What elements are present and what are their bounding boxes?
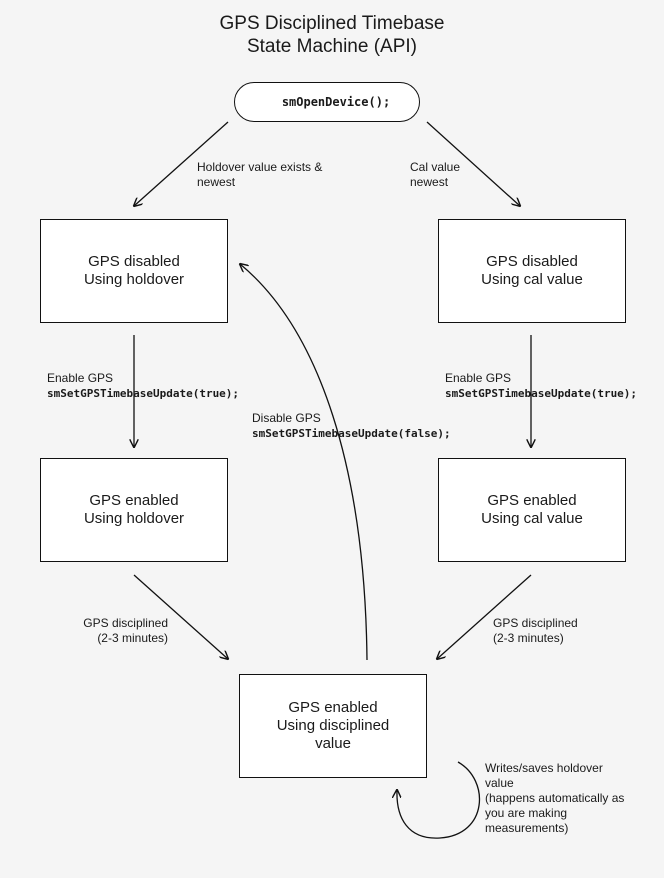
label-line: (happens automatically as xyxy=(485,791,625,805)
label-line: (2-3 minutes) xyxy=(97,631,168,645)
label-line: Enable GPS xyxy=(47,371,114,385)
state-gps-enabled-disciplined: GPS enabled Using disciplined value xyxy=(239,674,427,778)
label-line: Writes/saves holdover xyxy=(485,761,603,775)
start-node-open-device: smOpenDevice(); xyxy=(234,82,420,122)
label-line: newest xyxy=(197,175,236,189)
label-disable-gps: Disable GPS smSetGPSTimebaseUpdate(false… xyxy=(252,411,451,441)
label-line: newest xyxy=(410,175,449,189)
start-node-label: smOpenDevice(); xyxy=(281,95,391,109)
title-line-1: GPS Disciplined Timebase xyxy=(219,13,445,34)
arrow-disciplined-left xyxy=(133,574,228,659)
arrow-self-loop xyxy=(397,761,481,839)
arrow-open-to-holdover xyxy=(134,121,229,206)
label-enable-gps-right: Enable GPS smSetGPSTimebaseUpdate(true); xyxy=(445,371,637,401)
state-line: GPS disabled xyxy=(88,253,180,270)
title-line-2: State Machine (API) xyxy=(246,36,418,57)
state-gps-enabled-cal: GPS enabled Using cal value xyxy=(438,458,626,562)
label-enable-gps-left: Enable GPS smSetGPSTimebaseUpdate(true); xyxy=(47,371,239,401)
label-line: (2-3 minutes) xyxy=(493,631,564,645)
label-code: smSetGPSTimebaseUpdate(true); xyxy=(445,387,638,400)
state-line: Using holdover xyxy=(83,271,185,288)
label-self-loop: Writes/saves holdover value (happens aut… xyxy=(485,761,624,836)
label-line: Disable GPS xyxy=(252,411,321,425)
state-line: value xyxy=(315,735,351,752)
arrow-disciplined-right xyxy=(437,574,532,659)
state-line: Using cal value xyxy=(481,271,583,288)
state-line: Using cal value xyxy=(481,510,583,527)
state-gps-disabled-holdover: GPS disabled Using holdover xyxy=(40,219,228,323)
state-line: GPS disabled xyxy=(486,253,578,270)
label-line: value xyxy=(485,776,514,790)
label-disciplined-right: GPS disciplined (2-3 minutes) xyxy=(493,616,578,646)
label-line: GPS disciplined xyxy=(83,616,168,630)
label-cal-newest: Cal value newest xyxy=(410,160,460,190)
label-line: measurements) xyxy=(485,821,569,835)
label-code: smSetGPSTimebaseUpdate(true); xyxy=(47,387,240,400)
state-line: GPS enabled xyxy=(487,492,577,509)
label-line: you are making xyxy=(485,806,568,820)
state-gps-disabled-cal: GPS disabled Using cal value xyxy=(438,219,626,323)
label-line: GPS disciplined xyxy=(493,616,578,630)
state-line: Using holdover xyxy=(83,510,185,527)
label-line: Holdover value exists & xyxy=(197,160,323,174)
label-line: Enable GPS xyxy=(445,371,512,385)
state-line: GPS enabled xyxy=(89,492,179,509)
state-line: GPS enabled xyxy=(288,699,378,716)
label-disciplined-left: GPS disciplined (2-3 minutes) xyxy=(60,616,168,646)
label-code: smSetGPSTimebaseUpdate(false); xyxy=(252,427,451,440)
diagram-title: GPS Disciplined Timebase State Machine (… xyxy=(0,12,664,58)
arrow-open-to-cal xyxy=(426,121,520,206)
label-line: Cal value xyxy=(410,160,461,174)
arrow-disable-gps xyxy=(240,264,368,661)
state-line: Using disciplined xyxy=(276,717,390,734)
label-holdover-exists: Holdover value exists & newest xyxy=(197,160,322,190)
state-gps-enabled-holdover: GPS enabled Using holdover xyxy=(40,458,228,562)
